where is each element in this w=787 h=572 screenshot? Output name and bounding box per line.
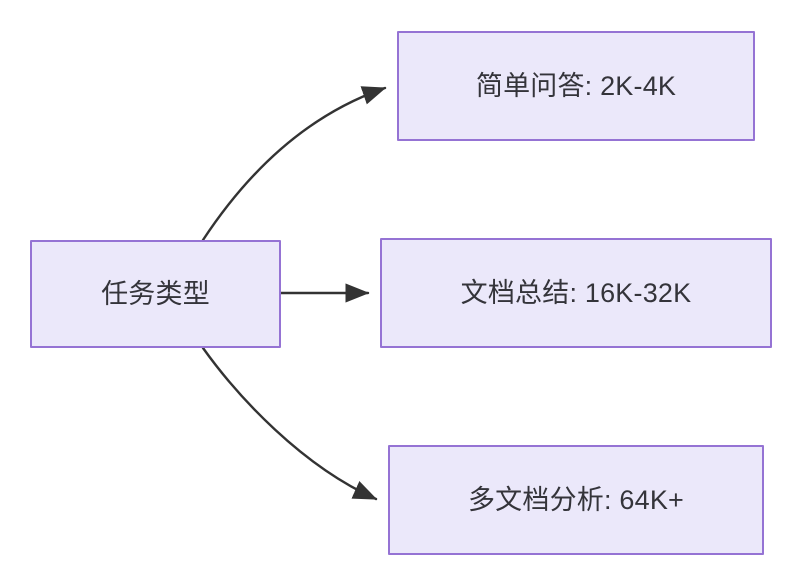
node-task-type-label: 任务类型 — [101, 278, 210, 309]
node-simple-qa[interactable]: 简单问答: 2K-4K — [397, 31, 755, 141]
node-simple-qa-label: 简单问答: 2K-4K — [475, 70, 677, 101]
edge-task-type-to-multi-doc — [201, 346, 378, 501]
edge-task-type-to-simple-qa — [201, 86, 387, 242]
node-doc-summary-label: 文档总结: 16K-32K — [460, 277, 692, 308]
node-multi-doc[interactable]: 多文档分析: 64K+ — [388, 445, 764, 555]
node-task-type[interactable]: 任务类型 — [30, 240, 281, 348]
node-multi-doc-label: 多文档分析: 64K+ — [467, 484, 684, 515]
node-doc-summary[interactable]: 文档总结: 16K-32K — [380, 238, 772, 348]
